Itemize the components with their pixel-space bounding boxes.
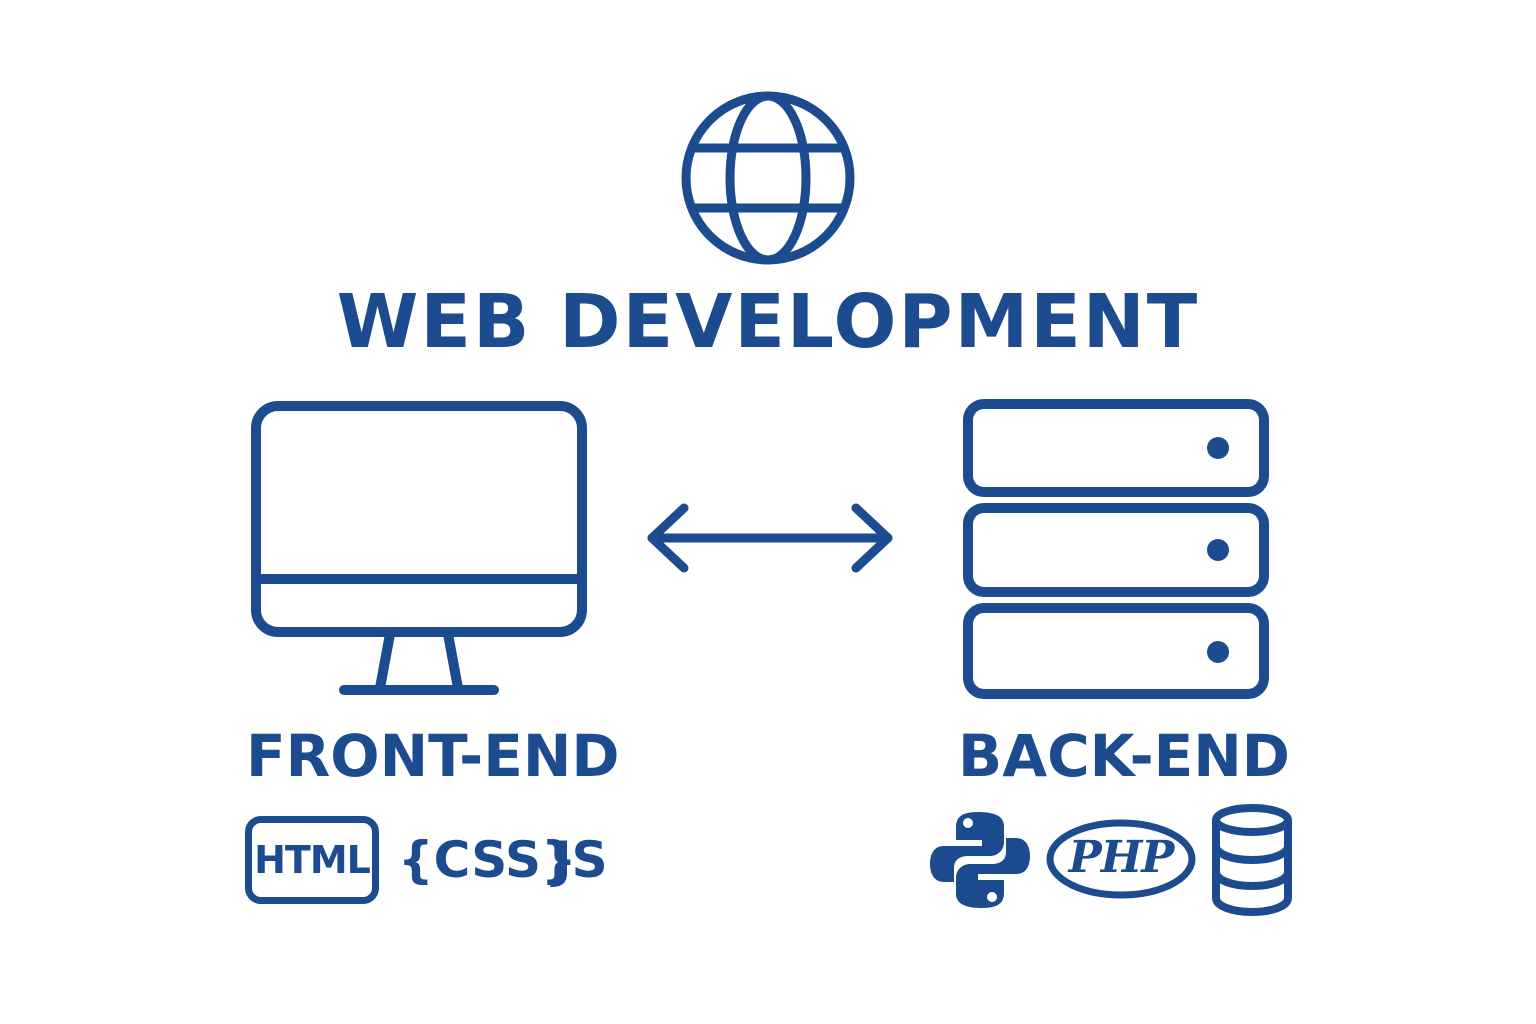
front-end-label: FRONT-END (246, 722, 620, 790)
monitor-icon (246, 396, 592, 696)
double-arrow-icon (640, 500, 900, 576)
js-label: JS (553, 831, 608, 889)
back-end-label: BACK-END (958, 722, 1290, 790)
globe-icon (676, 86, 860, 270)
database-icon (1210, 804, 1294, 916)
css-label: {CSS} (398, 831, 577, 889)
diagram-title: WEB DEVELOPMENT (336, 279, 1200, 365)
python-icon (928, 808, 1032, 912)
html-badge: HTML (245, 816, 379, 904)
server-icon (962, 398, 1274, 700)
html-badge-label: HTML (254, 838, 371, 882)
php-ellipse (1044, 818, 1198, 900)
php-label: PHP (1068, 832, 1175, 883)
